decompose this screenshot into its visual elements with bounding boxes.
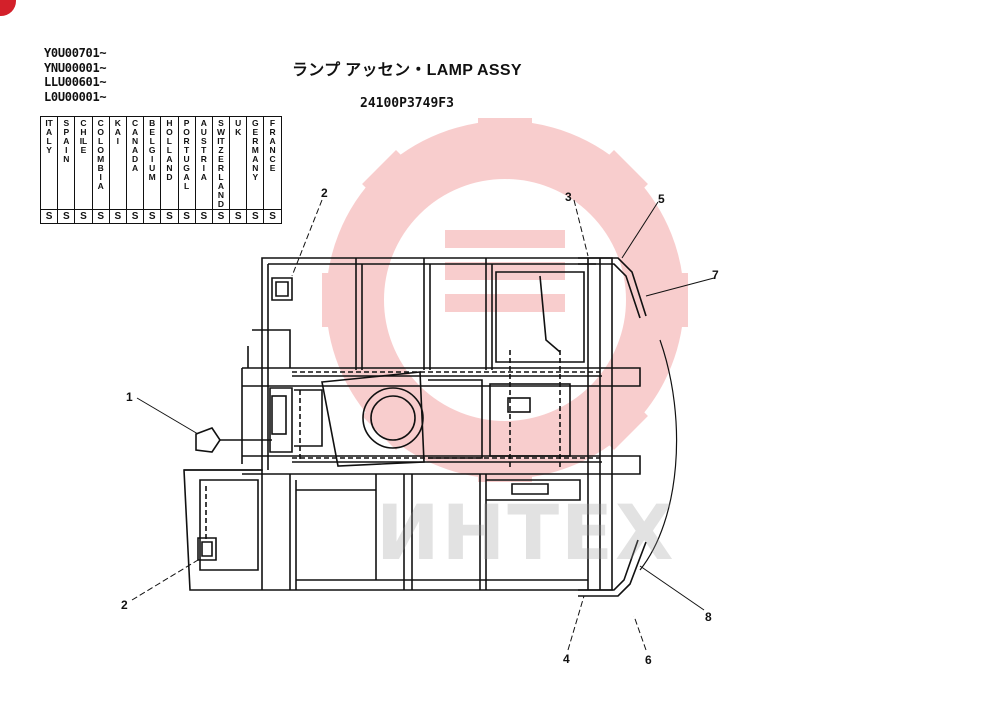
country-mark: S <box>211 209 231 224</box>
country-name: CANADA <box>131 118 139 173</box>
serial-range: Y0U00701~ <box>44 46 107 60</box>
serial-range-list: Y0U00701~ YNU00001~ LLU00601~ L0U00001~ <box>44 46 107 104</box>
country-cell: PORTUGAL <box>177 116 196 210</box>
country-name-row: ITALY SPAIN CHILE COLOMBIA KAI CANADA BE… <box>39 116 282 210</box>
country-name: SWITZERLAND <box>216 118 225 209</box>
part-number: 24100P3749F3 <box>360 96 454 111</box>
callout-5: 5 <box>658 192 665 206</box>
country-name: HOLLAND <box>166 118 173 182</box>
country-name: ITALY <box>45 118 53 155</box>
country-name: UK <box>235 118 242 137</box>
country-name: AUSTRIA <box>200 118 207 182</box>
country-mark: S <box>229 209 248 224</box>
chassis-frame <box>183 257 678 597</box>
country-cell: AUSTRIA <box>194 116 213 210</box>
country-name: KAI <box>114 118 121 146</box>
country-table: ITALY SPAIN CHILE COLOMBIA KAI CANADA BE… <box>39 116 282 224</box>
country-mark: S <box>263 209 282 224</box>
serial-range: L0U00001~ <box>44 89 107 104</box>
country-name: COLOMBIA <box>97 118 105 191</box>
callout-2-bottom: 2 <box>121 598 128 612</box>
country-mark: S <box>160 209 179 224</box>
callout-6: 6 <box>645 653 652 667</box>
country-cell: COLOMBIA <box>91 116 110 210</box>
country-cell: CANADA <box>125 116 145 210</box>
callout-1: 1 <box>126 390 133 404</box>
serial-range: YNU00001~ <box>44 60 107 75</box>
callout-4: 4 <box>563 652 570 666</box>
country-mark: S <box>57 209 76 224</box>
page-title: ランプ アッセン・LAMP ASSY <box>292 62 522 79</box>
callout-3: 3 <box>565 190 572 204</box>
callout-leaders <box>131 199 715 651</box>
country-name: GERMANY <box>251 118 259 182</box>
country-name: CHILE <box>79 118 88 155</box>
watermark-text: ИНТЕХ <box>376 488 676 577</box>
country-name: BELGIUM <box>148 118 156 182</box>
country-mark: S <box>246 209 265 224</box>
country-name: PORTUGAL <box>183 118 190 191</box>
country-name: FRANCE <box>269 118 276 173</box>
gear-watermark-icon <box>322 118 688 482</box>
country-name: SPAIN <box>63 118 70 164</box>
serial-range: LLU00601~ <box>44 75 107 89</box>
callout-8: 8 <box>705 610 712 624</box>
callout-2-top: 2 <box>321 186 328 200</box>
callout-7: 7 <box>712 268 719 282</box>
country-mark-row: S S S S S S S S S S S S S S <box>39 209 282 224</box>
country-mark: S <box>39 209 59 224</box>
country-cell: FRANCE <box>263 116 282 210</box>
